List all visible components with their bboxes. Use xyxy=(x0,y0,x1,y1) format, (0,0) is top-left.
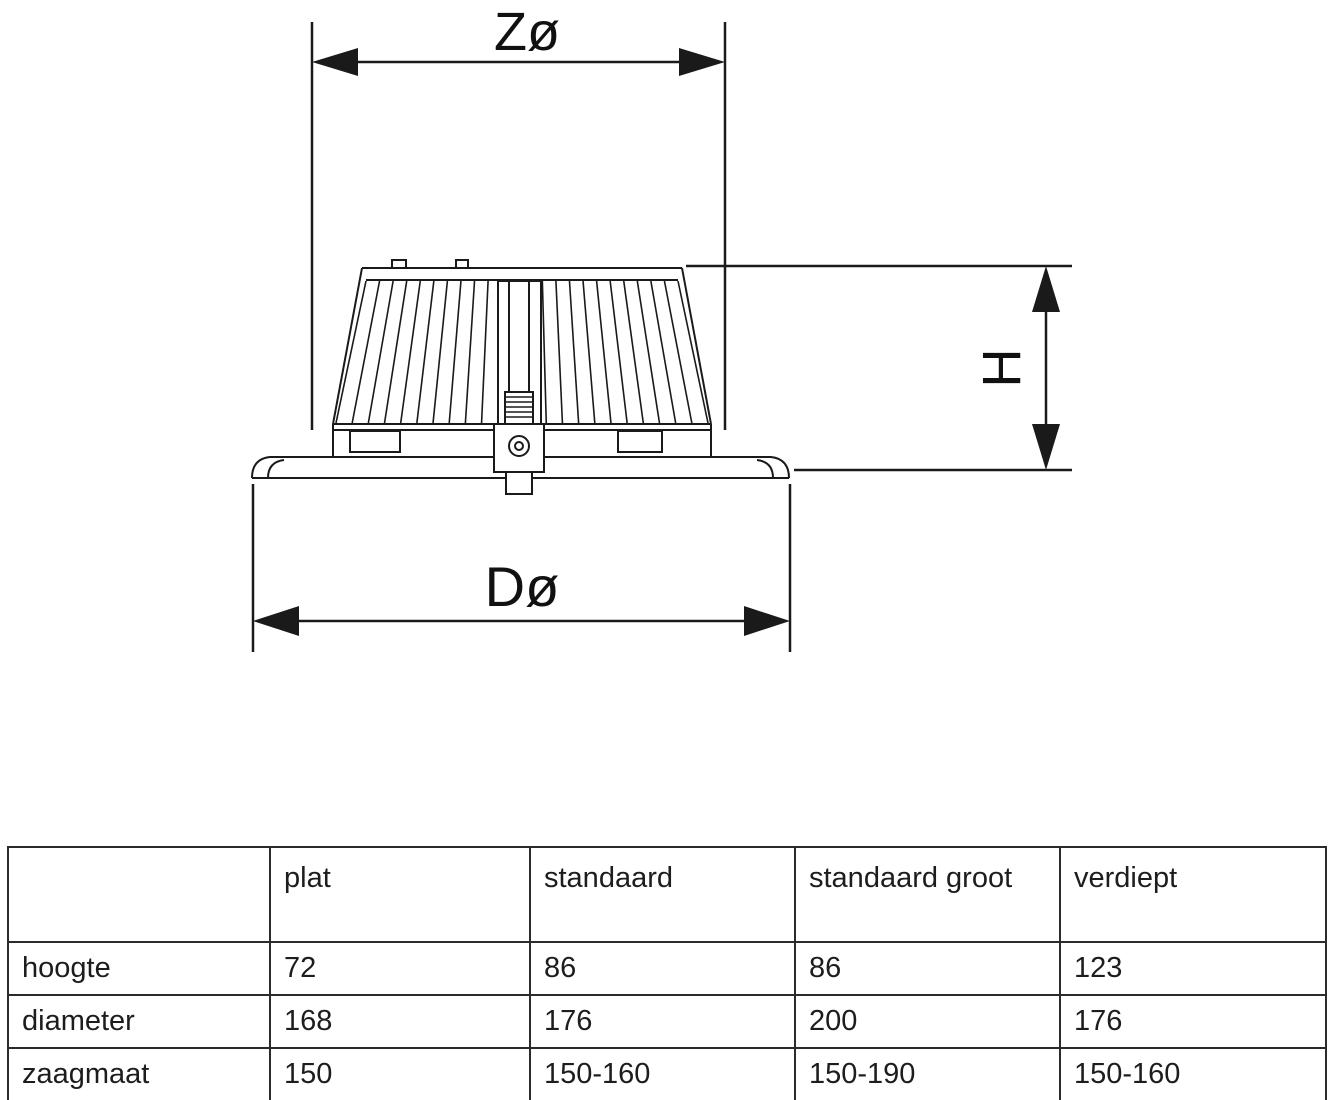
screw-head-icon xyxy=(514,441,524,451)
table-cell: 150-190 xyxy=(794,1047,1061,1100)
arrow-left-icon xyxy=(253,606,299,636)
mounting-clip xyxy=(349,430,401,453)
table-cell: 168 xyxy=(269,994,531,1049)
table-cell: 200 xyxy=(794,994,1061,1049)
table-cell: 86 xyxy=(794,941,1061,996)
table-cell: 86 xyxy=(529,941,796,996)
bottom-diameter-dimension: Dø xyxy=(251,484,792,652)
height-dimension: H xyxy=(686,264,1072,472)
table-row-hoogte: hoogte 72 86 86 123 xyxy=(7,941,1327,996)
column-header-standaard-groot: standaard groot xyxy=(794,846,1061,943)
top-diameter-label: Zø xyxy=(494,2,560,62)
table-cell: 176 xyxy=(529,994,796,1049)
column-header-plat: plat xyxy=(269,846,531,943)
table-row-zaagmaat: zaagmaat 150 150-160 150-190 150-160 xyxy=(7,1047,1327,1100)
mounting-clip xyxy=(617,430,663,453)
table-row-diameter: diameter 168 176 200 176 xyxy=(7,994,1327,1049)
arrow-right-icon xyxy=(744,606,790,636)
row-label: diameter xyxy=(7,994,271,1049)
clip-foot xyxy=(505,471,533,495)
column-header-empty xyxy=(7,846,271,943)
header-row: plat standaard standaard groot verdiept xyxy=(7,846,1327,943)
spec-table: plat standaard standaard groot verdiept … xyxy=(7,846,1327,1100)
arrow-up-icon xyxy=(1032,266,1060,312)
column-header-verdiept: verdiept xyxy=(1059,846,1327,943)
table-cell: 72 xyxy=(269,941,531,996)
arrow-left-icon xyxy=(312,48,358,76)
top-diameter-dimension: Zø xyxy=(310,2,727,430)
downlight-dimension-diagram: Zø xyxy=(251,2,1072,652)
height-label: H xyxy=(972,349,1032,388)
top-screw-icon xyxy=(455,259,469,269)
top-screw-icon xyxy=(391,259,407,269)
table-cell: 150-160 xyxy=(529,1047,796,1100)
table-cell: 150-160 xyxy=(1059,1047,1327,1100)
bottom-diameter-label: Dø xyxy=(485,555,560,618)
downlight-fixture xyxy=(251,259,790,495)
table-cell: 176 xyxy=(1059,994,1327,1049)
table-cell: 123 xyxy=(1059,941,1327,996)
arrow-down-icon xyxy=(1032,424,1060,470)
arrow-right-icon xyxy=(679,48,725,76)
table-cell: 150 xyxy=(269,1047,531,1100)
row-label: zaagmaat xyxy=(7,1047,271,1100)
row-label: hoogte xyxy=(7,941,271,996)
column-header-standaard: standaard xyxy=(529,846,796,943)
